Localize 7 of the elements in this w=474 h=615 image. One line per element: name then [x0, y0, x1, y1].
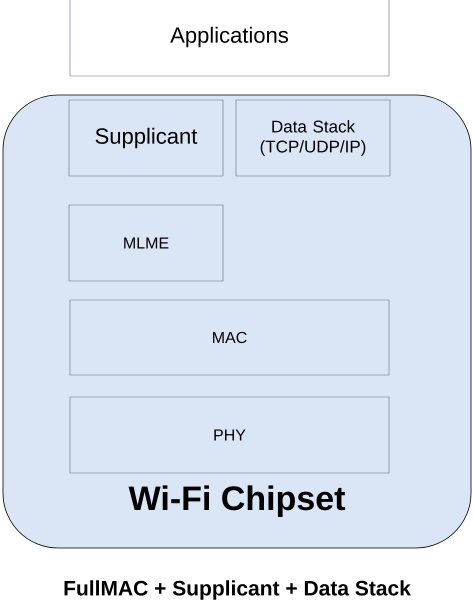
layer-box: MLME [68, 204, 224, 282]
layer-box: PHY [70, 396, 390, 474]
layer-box: MAC [70, 300, 390, 376]
layer-box: Data Stack (TCP/UDP/IP) [236, 100, 390, 176]
caption: FullMAC + Supplicant + Data Stack [64, 580, 411, 600]
layer-box: Supplicant [68, 100, 224, 176]
application-box: Applications [70, 0, 390, 76]
